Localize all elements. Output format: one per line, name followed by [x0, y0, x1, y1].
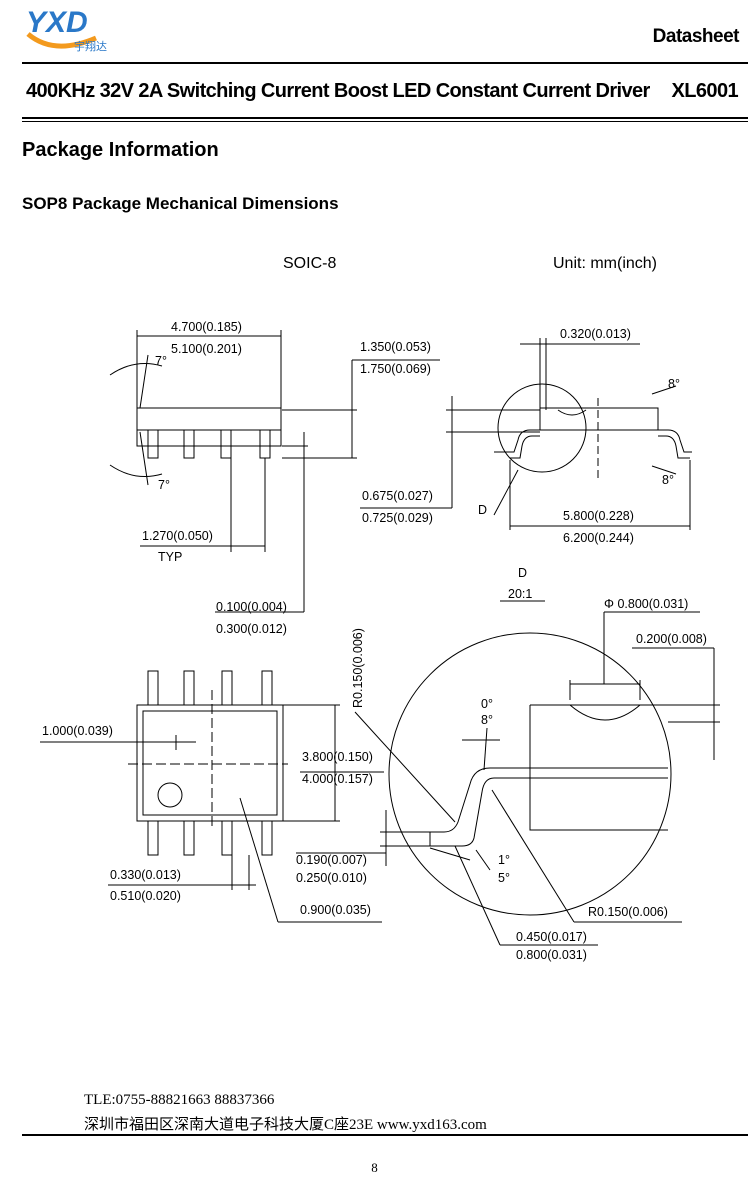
dim-lead-thickness: 0.320(0.013) [560, 327, 631, 341]
dim-pitch: 1.270(0.050) [142, 529, 213, 543]
dim-height-min: 1.350(0.053) [360, 340, 431, 354]
dim-body-thk-min: 0.675(0.027) [362, 489, 433, 503]
footer-phone: TLE:0755-88821663 88837366 [84, 1092, 275, 1108]
package-drawing: SOIC-8 Unit: mm(inch) [40, 255, 720, 962]
dim-foot-thk-min: 0.190(0.007) [296, 853, 367, 867]
dim-radius-bottom: R0.150(0.006) [588, 905, 668, 919]
top-view [40, 670, 384, 923]
dim-depth: 0.200(0.008) [636, 632, 707, 646]
detail-title: D [518, 566, 527, 580]
detail-label: D [478, 503, 487, 517]
dim-foot-length-min: 0.450(0.017) [516, 930, 587, 944]
dim-lead-width-max: 0.510(0.020) [110, 889, 181, 903]
dim-pin1-diameter: Φ 0.800(0.031) [604, 597, 688, 611]
end-view [360, 338, 692, 530]
dim-width-min: 4.700(0.185) [171, 320, 242, 334]
title-rule [22, 117, 748, 119]
dim-angle-right-top: 8° [668, 377, 680, 391]
dim-span-max: 6.200(0.244) [563, 531, 634, 545]
product-title: 400KHz 32V 2A Switching Current Boost LE… [26, 80, 650, 102]
title-band: 400KHz 32V 2A Switching Current Boost LE… [22, 68, 748, 116]
dim-standoff-min: 0.100(0.004) [216, 600, 287, 614]
title-rule-thin [22, 121, 748, 122]
dim-angle-foot-top: 1° [498, 853, 510, 867]
header-rule [22, 62, 748, 64]
doc-type-label: Datasheet [652, 26, 740, 47]
footer-address: 深圳市福田区深南大道电子科技大厦C座23E www.yxd163.com [84, 1117, 487, 1133]
dim-angle-right-bottom: 8° [662, 473, 674, 487]
section-heading: Package Information [22, 139, 219, 161]
dim-angle-foot-bottom: 5° [498, 871, 510, 885]
detail-scale: 20:1 [508, 587, 532, 601]
dim-lead-width-min: 0.330(0.013) [110, 868, 181, 882]
company-logo: YXD 宇翔达 [26, 6, 107, 53]
dim-foot-length-max: 0.800(0.031) [516, 948, 587, 962]
dim-span-min: 5.800(0.228) [563, 509, 634, 523]
part-number: XL6001 [671, 80, 739, 102]
package-name: SOIC-8 [283, 255, 336, 272]
dim-body-width-min: 3.800(0.150) [302, 750, 373, 764]
detail-d-view [296, 600, 720, 946]
dim-angle-detail-bottom: 8° [481, 713, 493, 727]
dim-height-max: 1.750(0.069) [360, 362, 431, 376]
side-view [109, 330, 440, 613]
dim-standoff-max: 0.300(0.012) [216, 622, 287, 636]
logo-text: YXD [26, 6, 88, 39]
dim-chamfer: 1.000(0.039) [42, 724, 113, 738]
logo-subtext: 宇翔达 [74, 39, 107, 53]
section-subheading: SOP8 Package Mechanical Dimensions [22, 194, 339, 213]
dim-foot-thk-max: 0.250(0.010) [296, 871, 367, 885]
dim-angle-top: 7° [155, 354, 167, 368]
dim-pin1-offset: 0.900(0.035) [300, 903, 371, 917]
dim-pitch-note: TYP [158, 550, 182, 564]
unit-label: Unit: mm(inch) [553, 255, 657, 272]
dim-width-max: 5.100(0.201) [171, 342, 242, 356]
footer-rule [22, 1134, 748, 1136]
dim-angle-detail-top: 0° [481, 697, 493, 711]
dim-angle-bottom: 7° [158, 478, 170, 492]
dim-body-thk-max: 0.725(0.029) [362, 511, 433, 525]
dim-body-width-max: 4.000(0.157) [302, 772, 373, 786]
page-number: 8 [371, 1160, 378, 1175]
dim-radius-top: R0.150(0.006) [351, 628, 365, 708]
